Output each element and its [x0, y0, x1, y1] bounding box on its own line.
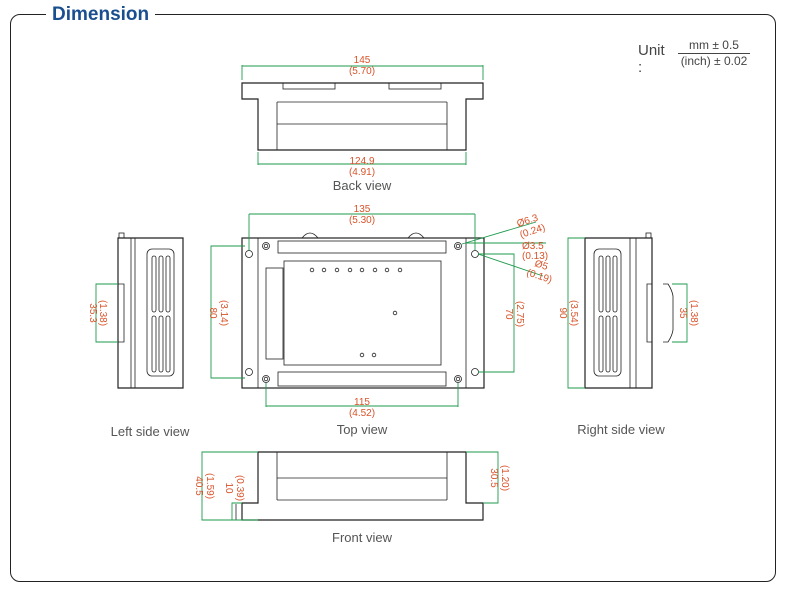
top-pitch-mm: 115 — [354, 397, 370, 408]
front-body-inch: (1.20) — [499, 465, 510, 491]
left-rail-mm: 35.3 — [87, 303, 98, 323]
front-total-inch: (1.59) — [204, 473, 215, 499]
dia3-inch: (0.19) — [525, 267, 553, 286]
back-width-inch: (5.70) — [349, 66, 375, 77]
right-rail-inch: (1.38) — [688, 300, 699, 326]
right-side-view: 90 (3.54) 35 (1.38) Right side view — [557, 232, 699, 437]
unit-label: Unit : — [638, 42, 665, 76]
dia3-mm: Ø5 — [533, 258, 550, 273]
front-base-inch: (0.39) — [234, 475, 245, 501]
front-view-caption: Front view — [332, 530, 393, 545]
top-width-inch: (5.30) — [349, 215, 375, 226]
top-view: 135 (5.30) 115 (4.52) 80 (3.14) 70 (2.75… — [207, 204, 553, 437]
top-mount-mm: 70 — [503, 308, 514, 320]
dimension-panel — [10, 14, 776, 582]
dia2-mm: Ø3.5 — [522, 241, 544, 252]
front-base-mm: 10 — [223, 482, 234, 494]
left-side-view: 35.3 (1.38) Left side view — [87, 232, 190, 439]
right-height-mm: 90 — [557, 307, 568, 319]
top-height-inch: (3.14) — [218, 300, 229, 326]
unit-inch: (inch) ± 0.02 — [680, 54, 748, 68]
front-view: 40.5 (1.59) 10 (0.39) 30.5 (1.20) Front … — [193, 451, 510, 545]
back-view-caption: Back view — [333, 178, 392, 193]
top-pitch-inch: (4.52) — [349, 408, 375, 419]
back-width-mm: 145 — [354, 55, 371, 66]
right-rail-mm: 35 — [677, 307, 688, 319]
front-total-mm: 40.5 — [193, 476, 204, 496]
left-rail-inch: (1.38) — [97, 300, 108, 326]
back-width2-inch: (4.91) — [349, 167, 375, 178]
left-view-caption: Left side view — [111, 424, 190, 439]
led-indicators — [309, 267, 403, 358]
right-view-caption: Right side view — [577, 422, 665, 437]
back-view: 145 (5.70) 124.9 (4.91) Back view — [241, 55, 484, 193]
dia2-inch: (0.13) — [522, 251, 548, 262]
unit-mm: mm ± 0.5 — [678, 38, 750, 54]
section-title: Dimension — [46, 4, 156, 26]
top-view-caption: Top view — [337, 422, 388, 437]
unit-fraction: mm ± 0.5 (inch) ± 0.02 — [678, 38, 750, 69]
right-height-inch: (3.54) — [568, 300, 579, 326]
front-body-mm: 30.5 — [488, 468, 499, 488]
back-width2-mm: 124.9 — [349, 156, 374, 167]
top-width-mm: 135 — [354, 204, 371, 215]
top-mount-inch: (2.75) — [514, 301, 525, 327]
top-height-mm: 80 — [207, 307, 218, 319]
